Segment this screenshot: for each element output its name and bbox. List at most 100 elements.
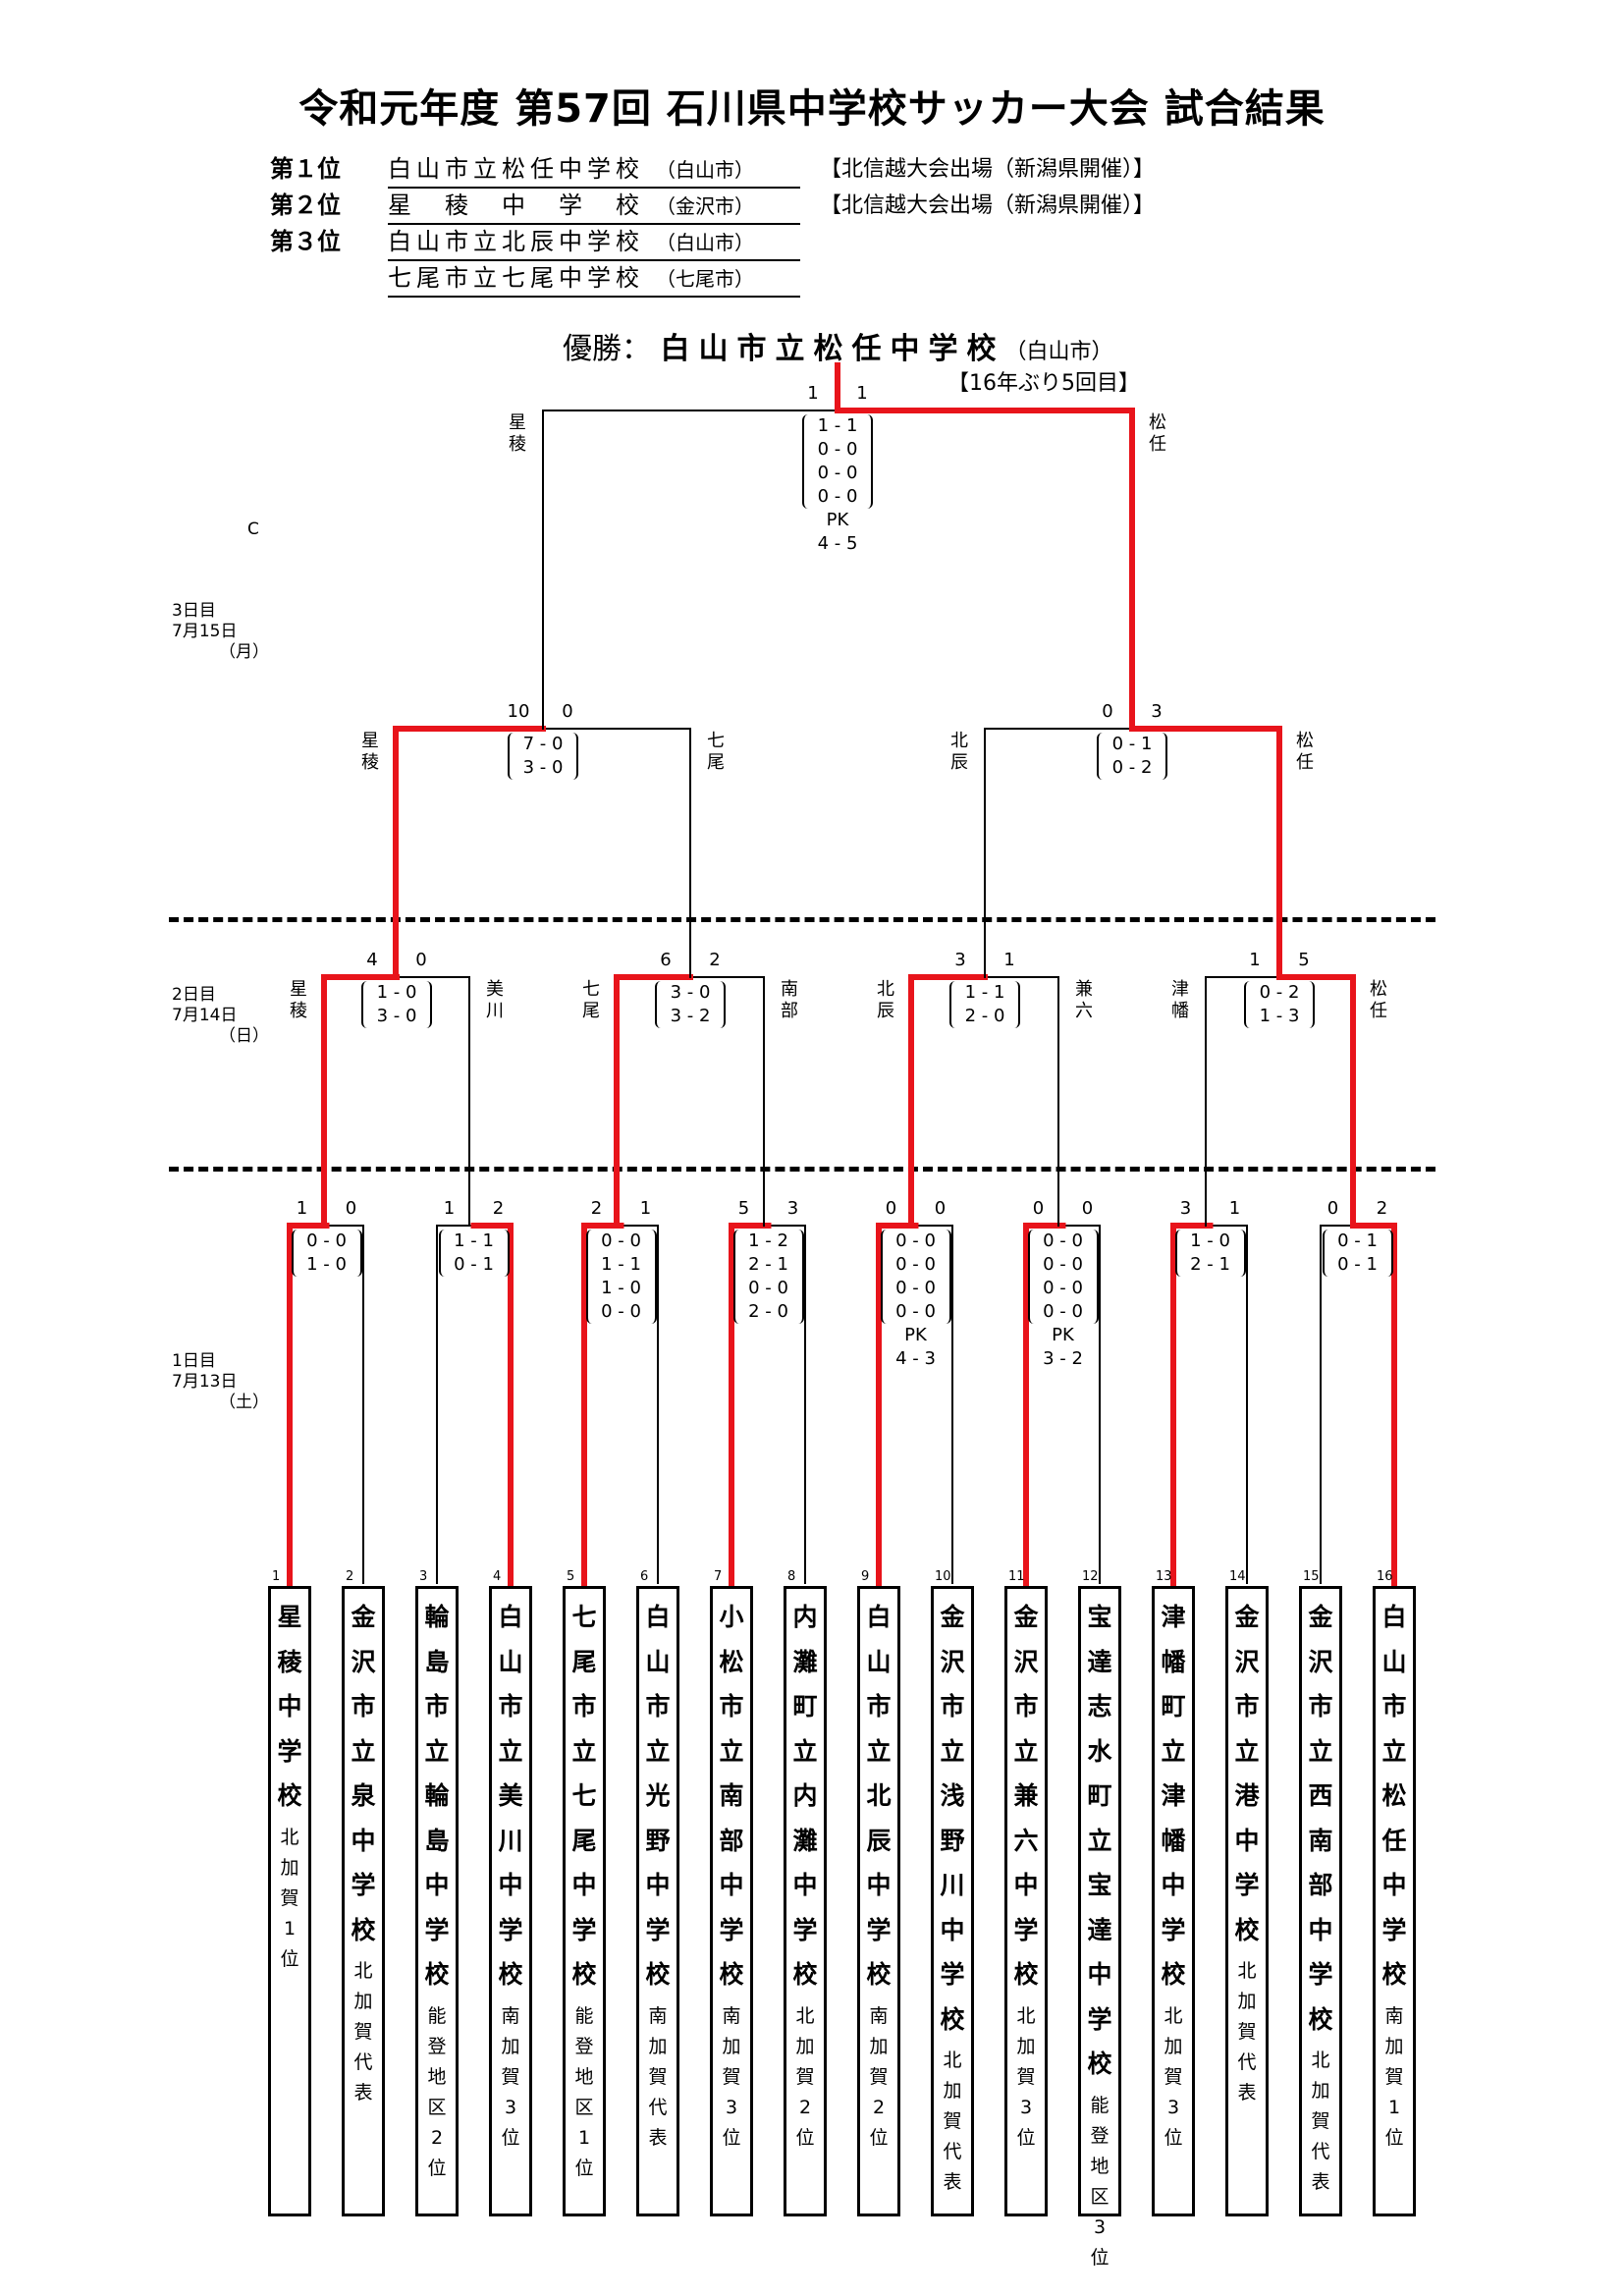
round1-half-score: 0 - 0	[306, 1230, 347, 1251]
team-name: 内灘町立内灘中学校	[792, 1603, 818, 1989]
quarter-half-score: 3 - 2	[670, 1006, 711, 1026]
team-note: 北加賀代表	[943, 2050, 962, 2193]
semi-halves-bracket	[1097, 733, 1167, 780]
quarter-team-label: 七尾	[582, 979, 600, 1021]
quarter-right-score: 1	[1003, 950, 1015, 970]
quarter-half-score: 1 - 1	[964, 982, 1005, 1003]
team-seed: 13	[1156, 1569, 1172, 1584]
team-seed: 12	[1082, 1569, 1099, 1584]
round1-right-score: 2	[1376, 1198, 1388, 1219]
team-note: 能登地区3位	[1090, 2094, 1110, 2269]
page-title: 令和元年度 第57回 石川県中学校サッカー大会 試合結果	[298, 86, 1326, 132]
quarter-half-score: 0 - 2	[1259, 982, 1300, 1003]
team-note: 北加賀2位	[795, 2004, 815, 2149]
semi-left-score: 0	[1102, 701, 1113, 722]
round1-half-score: 0 - 0	[1043, 1230, 1083, 1251]
rank-note: 【北信越大会出場（新潟県開催）】	[820, 193, 1156, 218]
round1-halves-bracket	[291, 1230, 362, 1277]
team-name: 金沢市立西南部中学校	[1308, 1603, 1333, 2034]
team-note: 能登地区1位	[574, 2004, 594, 2179]
team-seed: 2	[346, 1569, 354, 1584]
team-seed: 10	[935, 1569, 951, 1584]
round1-half-score: 0 - 0	[601, 1301, 641, 1322]
semi-half-score: 7 - 0	[522, 734, 564, 754]
team-seed: 8	[787, 1569, 796, 1584]
team-note: 北加賀代表	[1311, 2050, 1330, 2193]
semi-halves-bracket	[508, 733, 578, 780]
team-note: 南加賀3位	[501, 2004, 520, 2149]
day-number: 1日目	[172, 1351, 216, 1371]
team-box: 金沢市立泉中学校北加賀代表	[342, 1586, 385, 2216]
rank-school: 白山市立北辰中学校（白山市）	[388, 222, 800, 261]
team-name: 津幡町立津幡中学校	[1161, 1603, 1186, 1989]
team-note: 南加賀2位	[869, 2004, 889, 2149]
winner-note: 【16年ぶり5回目】	[947, 371, 1140, 396]
round1-half-score: 0 - 0	[895, 1230, 936, 1251]
quarter-halves-bracket	[1244, 981, 1315, 1028]
quarter-team-label: 松任	[1370, 979, 1387, 1021]
final-team-label: 松任	[1149, 412, 1166, 455]
round1-right-score: 1	[1228, 1198, 1241, 1219]
round1-half-score: 0 - 1	[454, 1254, 494, 1275]
final-right-score: 1	[856, 383, 868, 404]
winner-line: 優勝： 白山市立松任中学校（白山市）	[563, 324, 1113, 367]
team-name: 小松市立南部中学校	[719, 1603, 744, 1989]
quarter-right-score: 5	[1298, 950, 1310, 970]
team-name: 星稜中学校	[277, 1603, 302, 1810]
quarter-halves-bracket	[361, 981, 432, 1028]
rank-location: （白山市）	[656, 231, 754, 254]
team-name: 七尾市立七尾中学校	[571, 1603, 597, 1989]
round1-right-score: 2	[492, 1198, 505, 1219]
team-note: 南加賀1位	[1384, 2004, 1404, 2149]
round1-left-score: 0	[1032, 1198, 1045, 1219]
rank-school-name: 白山市立松任中学校	[388, 155, 644, 183]
round1-half-score: 0 - 0	[1043, 1278, 1083, 1298]
team-name: 金沢市立泉中学校	[351, 1603, 376, 1944]
round1-half-score: 0 - 0	[748, 1278, 788, 1298]
day-separator	[169, 1167, 1435, 1172]
quarter-team-label: 北辰	[877, 979, 894, 1021]
team-box: 宝達志水町立宝達中学校能登地区3位	[1078, 1586, 1121, 2269]
team-note: 能登地区2位	[427, 2004, 447, 2179]
rank-location: （金沢市）	[656, 194, 754, 218]
team-note: 北加賀3位	[1016, 2004, 1036, 2149]
round1-half-score: 2 - 1	[1190, 1254, 1230, 1275]
team-box: 白山市立北辰中学校南加賀2位	[857, 1586, 900, 2216]
team-box: 星稜中学校北加賀1位	[268, 1586, 311, 2216]
round1-right-score: 0	[934, 1198, 947, 1219]
round1-half-score: 1 - 0	[1190, 1230, 1230, 1251]
round1-left-score: 0	[1326, 1198, 1339, 1219]
round1-halves-bracket	[438, 1230, 510, 1277]
rank-school: 七尾市立七尾中学校（七尾市）	[388, 258, 800, 298]
round1-halves-bracket	[585, 1230, 657, 1324]
round1-left-score: 1	[443, 1198, 456, 1219]
team-note: 北加賀代表	[353, 1960, 373, 2104]
team-box: 輪島市立輪島中学校能登地区2位	[415, 1586, 459, 2216]
rank-location: （七尾市）	[656, 267, 754, 291]
round1-half-score: 0 - 0	[895, 1254, 936, 1275]
day-number: 3日目	[172, 601, 216, 621]
team-note: 北加賀3位	[1164, 2004, 1183, 2149]
team-name: 白山市立北辰中学校	[866, 1603, 892, 1989]
team-seed: 6	[640, 1569, 649, 1584]
team-box: 白山市立松任中学校南加賀1位	[1373, 1586, 1416, 2216]
quarter-left-score: 4	[366, 950, 378, 970]
round1-half-score: 1 - 2	[748, 1230, 788, 1251]
final-left-score: 1	[807, 383, 819, 404]
team-name: 輪島市立輪島中学校	[424, 1603, 450, 1989]
semi-team-label: 七尾	[707, 731, 725, 773]
quarter-team-label: 南部	[781, 979, 798, 1021]
final-half-score: 1 - 1	[817, 415, 858, 436]
round1-halves-bracket	[1174, 1230, 1246, 1277]
team-note: 南加賀3位	[722, 2004, 741, 2149]
round1-half-score: 0 - 0	[601, 1230, 641, 1251]
